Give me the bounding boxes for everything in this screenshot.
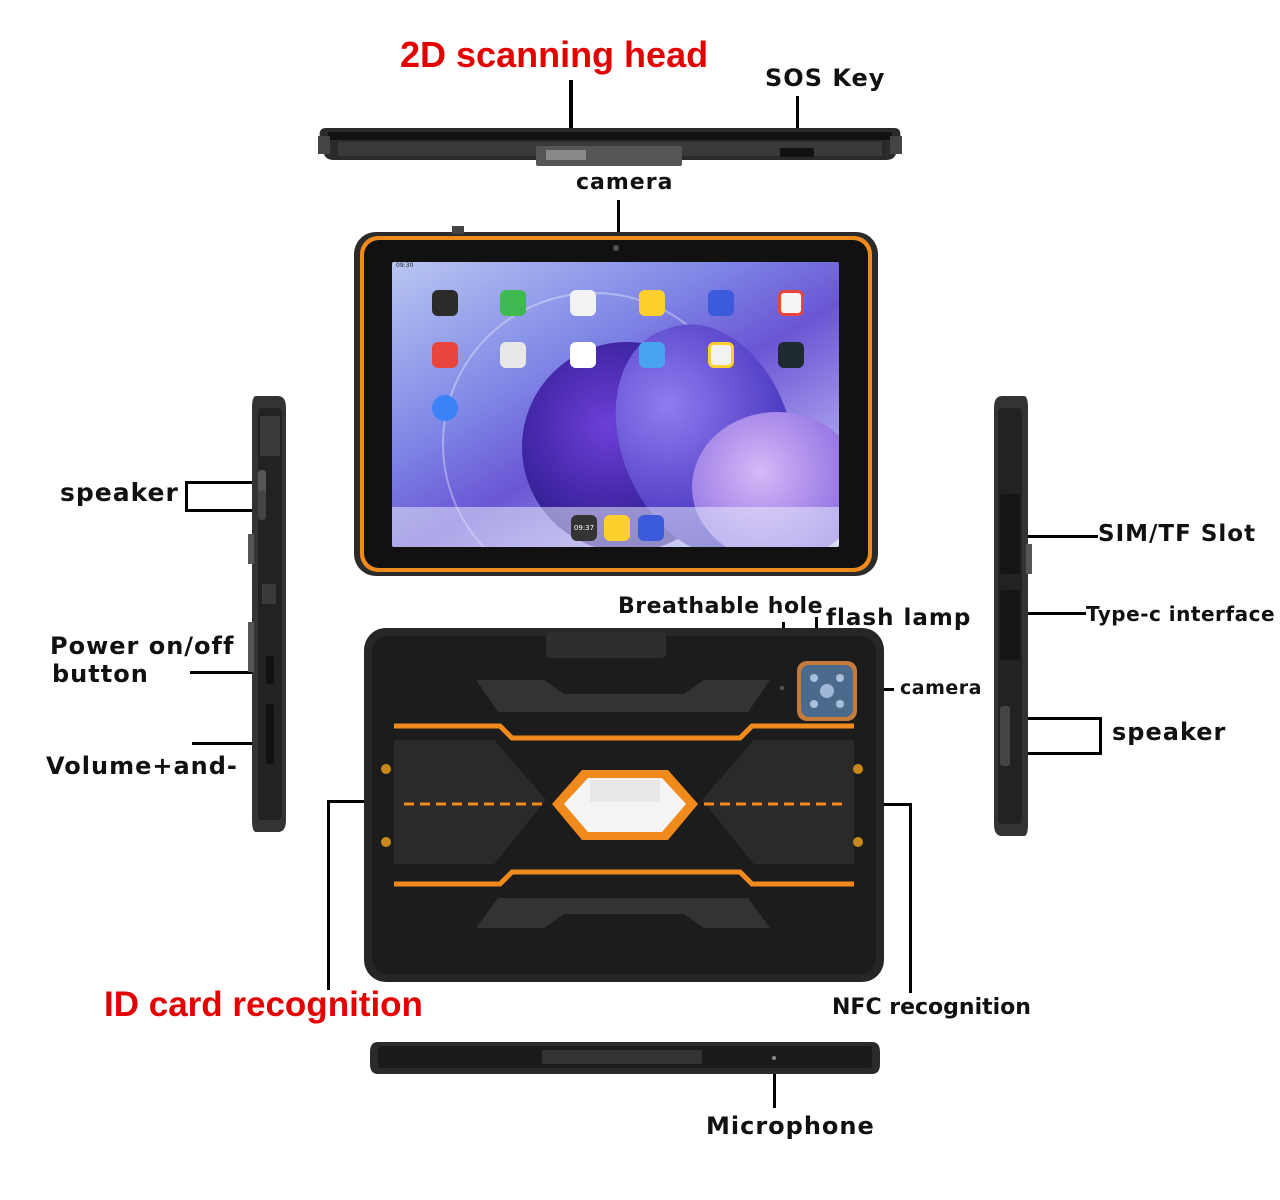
label-power-button: Power on/off [50,632,235,660]
app-media-icon[interactable] [570,342,596,368]
label-breathable-hole: Breathable hole [618,594,824,619]
tablet-back [364,628,884,982]
leader-microphone [773,1058,776,1108]
label-sim-tf-slot: SIM/TF Slot [1098,521,1257,547]
status-bar: 09:30 [392,262,839,272]
label-nfc-recognition: NFC recognition [832,995,1031,1020]
dock-assistant-icon[interactable] [638,515,664,541]
label-microphone: Microphone [706,1112,875,1140]
leader-speaker-left-vert [185,481,188,512]
status-time: 09:30 [396,262,414,269]
label-power-button-line2: button [52,660,149,688]
tablet-left-side [248,396,286,832]
leader-type-c [1024,612,1086,615]
leader-volume [192,742,254,745]
app-browser-icon[interactable] [432,395,458,421]
app-mail-icon[interactable] [639,342,665,368]
leader-scanning-head [569,80,573,150]
label-id-card-recognition: ID card recognition [104,985,423,1024]
tablet-bottom-edge [370,1042,880,1074]
app-gallery-icon[interactable] [778,290,804,316]
leader-speaker-left-bottom [185,509,253,512]
app-assistant-icon[interactable] [708,290,734,316]
tablet-top-edge [318,128,902,166]
label-camera-front: camera [576,170,674,195]
label-volume: Volume+and- [46,752,238,780]
app-voice-memos-icon[interactable] [432,290,458,316]
dock-clock-icon[interactable]: 09:37 [571,515,597,541]
leader-camera-front [617,200,620,242]
label-speaker-right: speaker [1112,718,1227,746]
dock: 09:37 [392,507,839,547]
leader-speaker-right-bottom [1024,752,1102,755]
label-flash-lamp: flash lamp [826,605,972,631]
leader-nfc-v [909,803,912,993]
leader-sos-key [796,96,799,141]
leader-sim-slot [1024,535,1098,538]
app-screen-recorder-icon[interactable] [500,290,526,316]
rear-camera-module [797,661,857,721]
leader-speaker-right-top [1024,717,1102,720]
app-calendar-icon[interactable] [432,342,458,368]
leader-power-button [190,671,252,674]
leader-id-card-v [327,800,330,990]
label-sos-key: SOS Key [765,64,886,92]
label-speaker-left: speaker [60,478,179,507]
label-type-c: Type-c interface [1086,602,1276,626]
app-settings-icon[interactable] [500,342,526,368]
dock-files-icon[interactable] [604,515,630,541]
tablet-screen: 09:30 09:37 [392,262,839,547]
label-2d-scanning-head: 2D scanning head [400,34,709,75]
app-calculator-icon[interactable] [570,290,596,316]
label-camera-rear: camera [900,677,982,699]
app-terminal-icon[interactable] [778,342,804,368]
app-camera-icon[interactable] [708,342,734,368]
tablet-right-side [994,396,1032,836]
app-files-icon[interactable] [639,290,665,316]
leader-speaker-left-top [185,481,253,484]
leader-speaker-right-vert [1099,717,1102,755]
